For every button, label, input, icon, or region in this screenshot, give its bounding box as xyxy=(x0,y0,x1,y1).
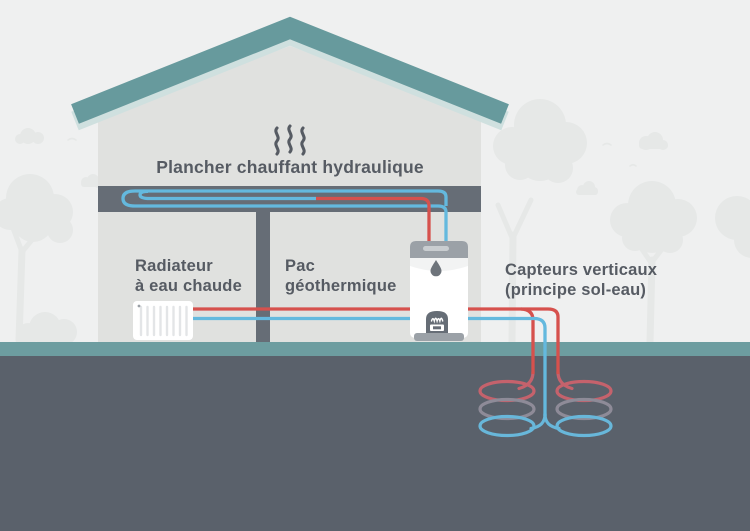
heat-pump-upper-band xyxy=(410,258,468,271)
label-collectors: Capteurs verticaux (principe sol-eau) xyxy=(505,261,658,299)
bird-icon xyxy=(67,137,77,141)
heat-pump-unit xyxy=(410,241,468,341)
svg-text:Pac: Pac xyxy=(285,257,315,275)
interior-wall xyxy=(256,212,270,342)
bird-icon xyxy=(602,142,612,146)
water-drop-icon xyxy=(430,260,442,277)
svg-text:à eau chaude: à eau chaude xyxy=(135,277,242,295)
heat-waves-icon xyxy=(274,124,306,156)
svg-text:Radiateur: Radiateur xyxy=(135,257,213,275)
heat-pump-base xyxy=(414,333,464,341)
radiator-pipes xyxy=(170,307,420,321)
bird-icon xyxy=(629,163,637,167)
label-radiator: Radiateur à eau chaude xyxy=(135,257,242,295)
svg-text:(principe sol-eau): (principe sol-eau) xyxy=(505,281,646,299)
cloud-silhouette-right-1 xyxy=(639,132,668,150)
ground-loops xyxy=(478,370,613,438)
tree-silhouette-right-edge xyxy=(715,196,750,258)
tree-silhouette-right-2 xyxy=(610,181,697,346)
house xyxy=(71,16,509,342)
cloud-silhouette-right-2 xyxy=(576,181,598,195)
heat-pump-vent-slot xyxy=(423,246,449,251)
background-silhouettes xyxy=(0,99,750,352)
floor-heating-pipes xyxy=(121,189,448,252)
bush-silhouette-bottom-left xyxy=(17,312,77,352)
bush-silhouette-top-left xyxy=(15,128,44,144)
tree-silhouette-left xyxy=(0,174,73,344)
svg-text:Capteurs verticaux: Capteurs verticaux xyxy=(505,261,658,279)
burner-icon xyxy=(426,311,448,334)
radiator xyxy=(133,301,193,340)
tree-silhouette-right-1 xyxy=(493,99,587,346)
svg-text:géothermique: géothermique xyxy=(285,277,397,295)
label-floor-heating: Plancher chauffant hydraulique xyxy=(156,157,424,177)
radiator-fins xyxy=(139,305,188,337)
radiator-valve xyxy=(137,304,141,308)
ground-surface xyxy=(0,342,750,356)
roof xyxy=(71,16,509,124)
ground-soil xyxy=(0,356,750,531)
label-heat-pump: Pac géothermique xyxy=(285,257,397,295)
ground-loop-pipes xyxy=(455,307,560,416)
